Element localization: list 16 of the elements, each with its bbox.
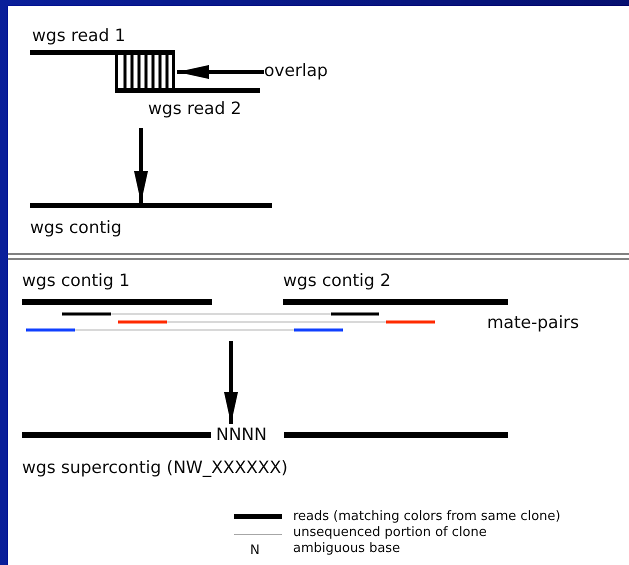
legend-text: ambiguous base	[293, 541, 400, 557]
arrow	[134, 128, 148, 203]
arrow	[224, 341, 238, 424]
read-label: wgs read 1	[32, 26, 126, 46]
contig-label: wgs contig 2	[283, 271, 391, 291]
contig-label: wgs contig 1	[22, 271, 130, 291]
read-label: wgs read 2	[148, 99, 242, 119]
legend-text: unsequenced portion of clone	[293, 525, 487, 541]
legend-sample-letter: N	[250, 543, 260, 559]
supercontig-label: wgs supercontig (NW_XXXXXX)	[22, 458, 288, 478]
overlap-label: overlap	[264, 61, 328, 81]
legend-text: reads (matching colors from same clone)	[293, 509, 560, 525]
gap-bases: NNNN	[216, 425, 267, 445]
mate-pairs-label: mate-pairs	[487, 313, 580, 333]
contig-label: wgs contig	[30, 218, 122, 238]
arrow	[177, 65, 264, 79]
